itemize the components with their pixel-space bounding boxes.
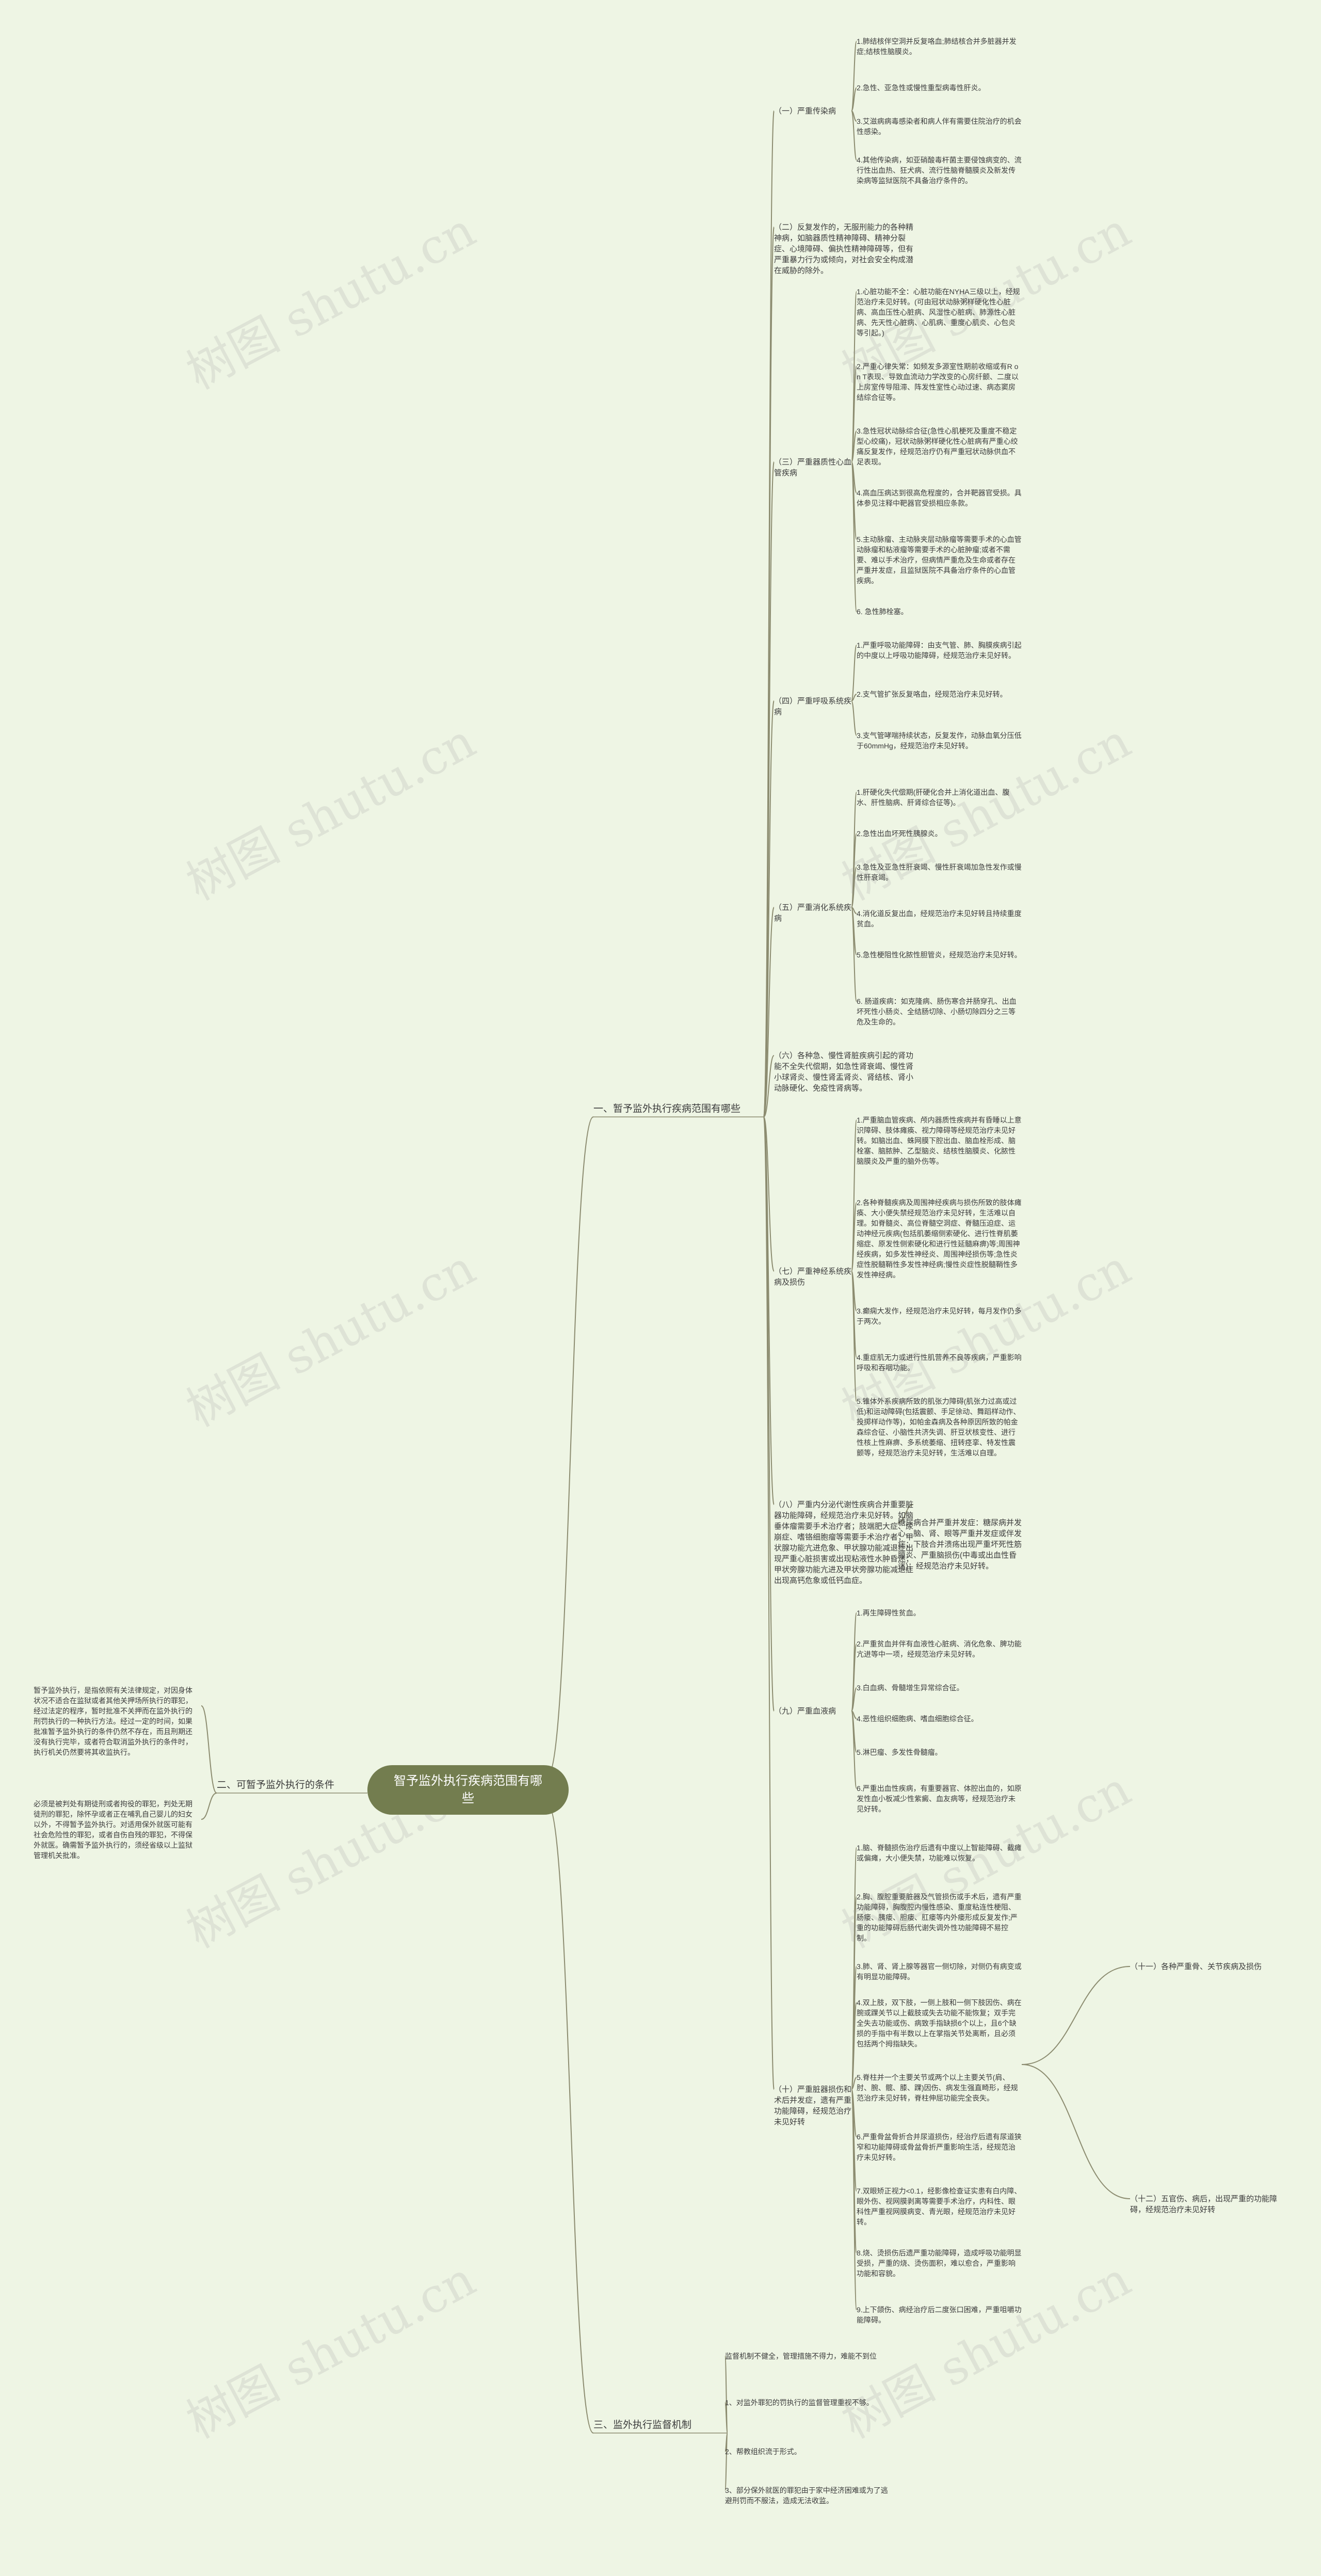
link-branch-1-category-10 (763, 1116, 775, 2090)
category-3-item-6[interactable]: 6. 急性肺栓塞。 (857, 607, 908, 616)
category-1-item-1[interactable]: 1.肺结核伴空洞并反复咯血;肺结核合并多脏器并发症;结核性脑膜炎。 (857, 37, 1017, 56)
category-1-item-2[interactable]: 2.急性、亚急性或慢性重型病毒性肝炎。 (857, 84, 986, 92)
category-10-item-4[interactable]: 4.双上肢，双下肢，一侧上肢和一侧下肢因伤、病在腕或踝关节以上截肢或失去功能不能… (857, 1998, 1022, 2048)
category-9-item-6[interactable]: 6.严重出血性疾病，有重要器官、体腔出血的，如原发性血小板减少性紫癜、血友病等，… (857, 1784, 1022, 1813)
link-branch-2-text-1 (201, 1705, 217, 1794)
category-extra-2[interactable]: （十二）五官伤、病后，出现严重的功能障碍，经规范治疗未见好转 (1130, 2195, 1278, 2214)
link-branch-3-text-4 (724, 2433, 728, 2491)
category-7-item-4[interactable]: 4.重症肌无力或进行性肌营养不良等疾病，严重影响呼吸和吞咽功能。 (857, 1353, 1022, 1372)
link-branch-3-text-2 (724, 2402, 728, 2434)
category-8[interactable]: （八）严重内分泌代谢性疾病合并重要脏器功能障碍，经规范治疗未见好转。如脑垂体瘤需… (774, 1500, 914, 1585)
link-category-1-item-1 (851, 41, 857, 111)
branch-3-text-2[interactable]: 1、对监外罪犯的罚执行的监督管理重视不够。 (725, 2398, 874, 2407)
branch-3-text-3[interactable]: 2、帮教组织流于形式。 (725, 2447, 801, 2456)
category-5-item-1[interactable]: 1.肝硬化失代偿期(肝硬化合并上消化道出血、腹水、肝性脑病、肝肾综合征等)。 (857, 788, 1010, 807)
category-3-item-4[interactable]: 4.高血压病达到很高危程度的，合并靶器官受损。具体参见注释中靶器官受损相应条款。 (857, 489, 1022, 507)
link-branch-2-text-2 (201, 1793, 217, 1820)
link-extra-2 (1021, 2064, 1131, 2199)
link-branch-1-category-7 (763, 1116, 775, 1272)
category-1-item-3[interactable]: 3.艾滋病病毒感染者和病人伴有需要住院治疗的机会性感染。 (857, 117, 1022, 136)
root-topic-label: 智予监外执行疾病范围有哪些 (394, 1774, 542, 1805)
link-category-5-item-3 (851, 867, 857, 908)
category-3-item-2[interactable]: 2.严重心律失常：如频发多源室性期前收缩或有R on T表现、导致血流动力学改变… (857, 362, 1019, 402)
category-5[interactable]: （五）严重消化系统疾病 (774, 903, 852, 923)
link-extra-1 (1021, 1966, 1131, 2065)
branch-3-text-4[interactable]: 3、部分保外就医的罪犯由于家中经济困难或为了逃避刑罚而不服法，造成无法收监。 (725, 2486, 888, 2505)
category-5-item-5[interactable]: 5.急性梗阻性化脓性胆管炎，经规范治疗未见好转。 (857, 951, 1022, 959)
category-2[interactable]: （二）反复发作的，无服刑能力的各种精神病，如脑器质性精神障碍、精神分裂症、心境障… (774, 223, 914, 275)
category-7-item-5[interactable]: 5.锥体外系疾病所致的肌张力障碍(肌张力过高或过低)和运动障碍(包括震颤、手足徐… (857, 1397, 1021, 1457)
link-category-9-item-6 (851, 1710, 857, 1789)
category-9-item-1[interactable]: 1.再生障碍性贫血。 (857, 1609, 921, 1617)
link-category-5-item-6 (851, 907, 857, 1002)
category-10-item-9[interactable]: 9.上下颌伤、病经治疗后二度张口困难，严重咀嚼功能障碍。 (857, 2306, 1022, 2324)
category-5-item-2[interactable]: 2.急性出血坏死性胰腺炎。 (857, 829, 942, 838)
category-9-item-4[interactable]: 4.恶性组织细胞病、嗜血细胞综合征。 (857, 1715, 978, 1723)
category-5-item-6[interactable]: 6. 肠道疾病：如克隆病、肠伤寒合并肠穿孔、出血坏死性小肠炎、全结肠切除、小肠切… (857, 997, 1017, 1026)
link-category-10-item-5 (851, 2077, 857, 2090)
link-category-1-item-4 (851, 110, 857, 161)
link-branch-1-category-2 (763, 227, 775, 1117)
link-root-branch-3 (547, 1805, 594, 2434)
category-9-item-3[interactable]: 3.白血病、骨髓增生异常综合征。 (857, 1684, 964, 1692)
branch-2-text-1[interactable]: 暂予监外执行，是指依照有关法律规定，对因身体状况不适合在监狱或者其他关押场所执行… (34, 1686, 192, 1756)
link-category-3-item-2 (851, 366, 857, 462)
link-branch-1-category-6 (763, 1055, 775, 1117)
link-category-10-item-9 (851, 2089, 857, 2310)
branch-3-label[interactable]: 三、监外执行监督机制 (593, 2420, 692, 2430)
link-category-10-item-4 (851, 2002, 857, 2090)
category-10-item-8[interactable]: 8.烧、烫损伤后遗严重功能障碍，造成呼吸功能明显受损，严重的烧、烫伤面积，难以愈… (857, 2249, 1022, 2278)
category-6[interactable]: （六）各种急、慢性肾脏疾病引起的肾功能不全失代偿期，如急性肾衰竭、慢性肾小球肾炎… (774, 1051, 914, 1093)
category-7[interactable]: （七）严重神经系统疾病及损伤 (774, 1267, 852, 1287)
category-extra-1[interactable]: （十一）各种严重骨、关节疾病及损伤 (1130, 1962, 1262, 1971)
category-4-item-3[interactable]: 3.支气管哮喘持续状态，反复发作，动脉血氧分压低于60mmHg，经规范治疗未见好… (857, 731, 1022, 750)
category-7-item-1[interactable]: 1.严重脑血管疾病、颅内器质性疾病并有昏睡以上意识障碍、肢体瘫痪、视力障碍等经规… (857, 1116, 1022, 1165)
category-1-item-4[interactable]: 4.其他传染病，如亚硝酸毒杆菌主要侵蚀病变的、流行性出血热、狂犬病、流行性脑脊髓… (857, 156, 1022, 185)
category-4-item-2[interactable]: 2.支气管扩张反复咯血，经规范治疗未见好转。 (857, 690, 1007, 698)
category-3-item-5[interactable]: 5.主动脉瘤、主动脉夹层动脉瘤等需要手术的心血管动脉瘤和粘液瘤等需要手术的心脏肿… (857, 535, 1022, 585)
link-category-4-item-1 (851, 645, 857, 701)
link-category-7-item-2 (851, 1202, 857, 1272)
link-category-9-item-2 (851, 1643, 857, 1711)
category-4-item-1[interactable]: 1.严重呼吸功能障碍：由支气管、肺、胸膜疾病引起的中度以上呼吸功能障碍，经规范治… (857, 641, 1022, 660)
category-10[interactable]: （十）严重脏器损伤和术后并发症，遗有严重功能障碍，经规范治疗未见好转 (774, 2085, 852, 2126)
root-topic[interactable]: 智予监外执行疾病范围有哪些 (367, 1765, 569, 1815)
link-branch-1-category-5 (763, 907, 775, 1117)
category-5-item-4[interactable]: 4.消化道反复出血，经规范治疗未见好转且持续重度贫血。 (857, 909, 1022, 928)
link-category-3-item-6 (851, 461, 857, 612)
link-root-branch-1 (547, 1116, 594, 1775)
category-9-item-5[interactable]: 5.淋巴瘤、多发性骨髓瘤。 (857, 1748, 942, 1756)
branch-3-text-1[interactable]: 监督机制不健全，管理措施不得力，难能不到位 (725, 2352, 877, 2360)
category-8-note[interactable]: 糖尿病合并严重并发症：糖尿病并发心、脑、肾、眼等严重并发症或伴发症；下肢合并溃疡… (898, 1518, 1022, 1571)
category-10-item-6[interactable]: 6.严重骨盆骨折合并尿道损伤，经治疗后遗有尿道狭窄和功能障碍或骨盆骨折严重影响生… (857, 2133, 1022, 2162)
category-10-item-1[interactable]: 1.脑、脊髓损伤治疗后遗有中度以上智能障碍、截瘫或偏瘫，大小便失禁，功能难以恢复… (857, 1844, 1022, 1862)
link-category-4-item-3 (851, 700, 857, 736)
branch-2-label[interactable]: 二、可暂予监外执行的条件 (217, 1780, 335, 1790)
link-category-8-note (897, 1504, 914, 1523)
link-category-7-item-5 (851, 1271, 857, 1402)
link-category-3-item-3 (851, 430, 857, 462)
category-3-item-1[interactable]: 1.心脏功能不全：心脏功能在NYHA三级以上，经规范治疗未见好转。(可由冠状动脉… (857, 287, 1020, 337)
category-10-item-2[interactable]: 2.胸、腹腔重要脏器及气管损伤或手术后，遗有严重功能障碍，胸腹腔内慢性感染、重度… (857, 1893, 1022, 1942)
category-3-item-3[interactable]: 3.急性冠状动脉综合征(急性心肌梗死及重度不稳定型心绞痛)，冠状动脉粥样硬化性心… (857, 427, 1018, 466)
branch-2-text-2[interactable]: 必须是被判处有期徒刑或者拘役的罪犯，判处无期徒刑的罪犯，除怀孕或者正在哺乳自己婴… (34, 1800, 192, 1860)
branch-1-label[interactable]: 一、暂予监外执行疾病范围有哪些 (593, 1103, 741, 1114)
link-category-1-item-2 (851, 87, 857, 111)
category-4[interactable]: （四）严重呼吸系统疾病 (774, 697, 852, 716)
category-7-item-3[interactable]: 3.癫痫大发作，经规范治疗未见好转，每月发作仍多于两次。 (857, 1307, 1022, 1325)
category-1[interactable]: （一）严重传染病 (774, 107, 836, 116)
category-9-item-2[interactable]: 2.严重贫血并伴有血液性心脏病、消化危象、脾功能亢进等中一项，经规范治疗未见好转… (857, 1640, 1022, 1658)
category-9[interactable]: （九）严重血液病 (774, 1707, 836, 1716)
link-category-9-item-3 (851, 1687, 857, 1711)
category-10-item-3[interactable]: 3.肺、肾、肾上腺等器官一侧切除，对侧仍有病变或有明显功能障碍。 (857, 1962, 1022, 1981)
link-category-3-item-1 (851, 291, 857, 462)
link-branch-1-category-4 (763, 700, 775, 1117)
category-3[interactable]: （三）严重器质性心血管疾病 (774, 458, 852, 477)
category-10-item-7[interactable]: 7.双眼矫正视力<0.1，经影像检查证实患有白内障、眼外伤、视网膜剥离等需要手术… (857, 2187, 1022, 2226)
category-5-item-3[interactable]: 3.急性及亚急性肝衰竭、慢性肝衰竭加急性发作或慢性肝衰竭。 (857, 863, 1022, 882)
category-10-item-5[interactable]: 5.脊柱并一个主要关节或两个以上主要关节(肩、肘、腕、髋、膝、踝)因伤、病发生强… (857, 2073, 1018, 2102)
category-7-item-2[interactable]: 2.各种脊髓疾病及周围神经疾病与损伤所致的肢体瘫痪、大小便失禁经规范治疗未见好转… (857, 1198, 1022, 1279)
